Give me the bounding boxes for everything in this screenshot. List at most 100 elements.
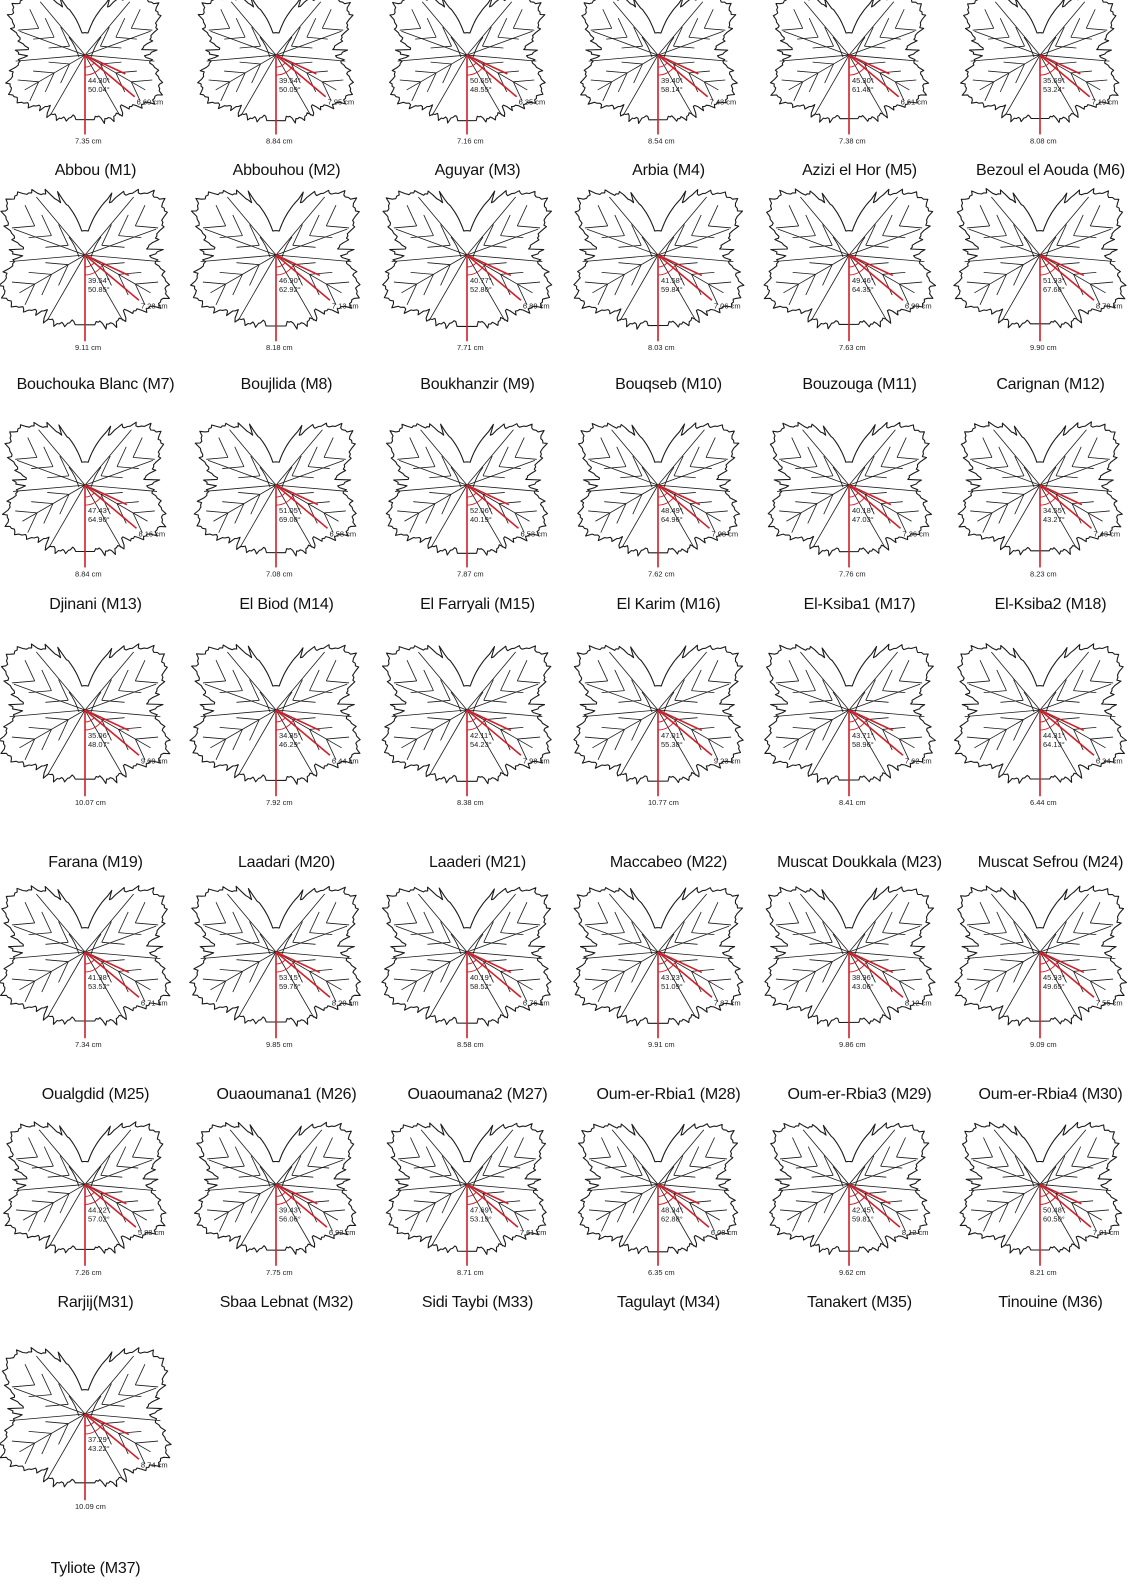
angle-label-2: 58.14° [661, 85, 683, 94]
cultivar-name: Sbaa Lebnat (M32) [219, 1294, 354, 1311]
lateral-vein-measure-line [466, 951, 522, 998]
angle-label-1: 35.69° [1043, 76, 1065, 85]
grape-leaf-drawing: 48.94°62.88° 6.08 cm 6.35 cm [577, 1123, 739, 1277]
cultivar-name: Bezoul el Aouda (M6) [976, 162, 1125, 179]
lateral-vein-length: 6.08 cm [711, 1228, 738, 1237]
grape-leaf-drawing: 52.06°40.19°6.53 cm7.87 cm [385, 423, 549, 578]
angle-label-1: 48.94° [661, 1205, 683, 1214]
angle-label-2: 43.27° [1043, 515, 1065, 524]
grape-leaf-drawing: 48.49°64.96°7.08 cm7.62 cm [577, 422, 741, 578]
lateral-vein-length: 6.34 cm [1096, 756, 1123, 765]
lateral-vein-length: 6.58 cm [329, 529, 356, 538]
angle-label-1: 39.54° [279, 76, 301, 85]
angle-label-1: 43.71° [852, 731, 874, 740]
cultivar-name: Ouaoumana2 (M27) [407, 1086, 548, 1103]
angle-label-2: 43.06° [852, 982, 874, 991]
grape-leaf-drawing: 50.48°60.50°7.01 cm8.21 cm [959, 1121, 1123, 1277]
cultivar-name: Sidi Taybi (M33) [421, 1294, 534, 1311]
cultivar-name: Tagulayt (M34) [616, 1294, 721, 1311]
lateral-vein-length: 7.28 cm [141, 301, 168, 310]
cultivar-name: El-Ksiba2 (M18) [994, 596, 1107, 613]
leaf-outline [764, 885, 936, 1027]
lateral-vein-measure-line [1039, 484, 1092, 529]
cultivar-name: Carignan (M12) [996, 376, 1105, 393]
main-vein-length: 7.87 cm [457, 569, 484, 578]
grape-leaf-drawing: 41.58°59.84°7.06 cm8.03 cm [573, 189, 745, 352]
angle-label-1: 44.30° [88, 76, 110, 85]
main-vein-length: 7.63 cm [839, 343, 866, 352]
cultivar-name: Laadari (M20) [237, 854, 335, 871]
lateral-vein-length: 8.74 cm [141, 1460, 168, 1469]
main-vein-length: 8.54 cm [648, 136, 675, 145]
angle-label-1: 40.19° [470, 973, 492, 982]
lateral-vein-measure-line [657, 1183, 710, 1228]
cultivar-name: Djinani (M13) [49, 596, 142, 613]
cultivar-name: Arbia (M4) [632, 162, 705, 179]
angle-label-2: 62.88° [661, 1214, 683, 1223]
angle-label-1: 47.01° [661, 731, 683, 740]
angle-label-1: 40.77° [470, 276, 492, 285]
angle-label-1: 47.43° [88, 506, 110, 515]
lateral-vein-measure-line [1039, 709, 1095, 756]
leaf-cell: 48.94°62.88° 6.08 cm 6.35 cm Tagulayt (M34) [573, 1123, 764, 1328]
lateral-vein-length: 7.19 cm [1092, 98, 1119, 107]
angle-label-1: 51.05° [279, 506, 301, 515]
angle-label-2: 48.55° [470, 85, 492, 94]
angle-label-1: 43.23° [661, 973, 683, 982]
angle-label-1: 39.43° [279, 1205, 301, 1214]
leaf-outline [767, 421, 933, 557]
lateral-vein-measure-line [466, 254, 522, 301]
lateral-vein-measure-line [466, 1183, 519, 1228]
lateral-vein-measure-line [657, 709, 713, 756]
angle-label-2: 59.84° [661, 285, 683, 294]
angle-label-1: 37.29° [88, 1435, 110, 1444]
angle-label-2: 61.48° [852, 85, 874, 94]
cultivar-name: Boukhanzir (M9) [420, 376, 535, 393]
lateral-vein-length: 9.23 cm [714, 756, 741, 765]
main-vein-length: 7.16 cm [457, 136, 484, 145]
lateral-vein-length: 7.43 cm [1093, 529, 1120, 538]
angle-label-1: 50.48° [1043, 1205, 1065, 1214]
lateral-vein-measure-line [275, 951, 331, 998]
grape-leaf-drawing: 40.19°58.52°6.76 cm8.58 cm [381, 886, 552, 1049]
grape-leaf-drawing: 38.96°43.06°8.12 cm9.86 cm [764, 885, 936, 1049]
main-vein-length: 7.62 cm [648, 569, 675, 578]
lateral-vein-measure-line [848, 484, 901, 529]
grape-leaf-drawing: 45.93°49.65°7.55 cm9.09 cm [954, 885, 1128, 1049]
cultivar-name: Abbou (M1) [54, 162, 137, 179]
angle-label-2: 64.35° [852, 285, 874, 294]
lateral-vein-length: 6.76 cm [523, 998, 550, 1007]
cultivar-name: Bouchouka Blanc (M7) [16, 376, 175, 393]
cultivar-name: Azizi el Hor (M5) [802, 162, 917, 179]
cultivar-name: Oualgdid (M25) [41, 1086, 150, 1103]
lateral-vein-length: 7.61 cm [520, 1228, 547, 1237]
main-vein-length: 9.62 cm [839, 1268, 866, 1277]
angle-label-1: 41.38° [88, 973, 110, 982]
angle-label-1: 51.93° [1043, 276, 1065, 285]
lateral-vein-measure-line [1039, 951, 1095, 998]
angle-label-2: 69.08° [279, 515, 301, 524]
angle-label-2: 56.06° [279, 1214, 301, 1223]
main-vein-length: 8.38 cm [457, 798, 484, 807]
angle-label-2: 48.07° [88, 740, 110, 749]
main-vein-length: 8.71 cm [457, 1268, 484, 1277]
main-vein-length: 8.08 cm [1030, 136, 1057, 145]
main-vein-length: 6.35 cm [648, 1268, 675, 1277]
lateral-vein-measure-line [275, 254, 331, 301]
grape-leaf-drawing: 34.55°43.27°7.43 cm8.23 cm [957, 421, 1123, 578]
